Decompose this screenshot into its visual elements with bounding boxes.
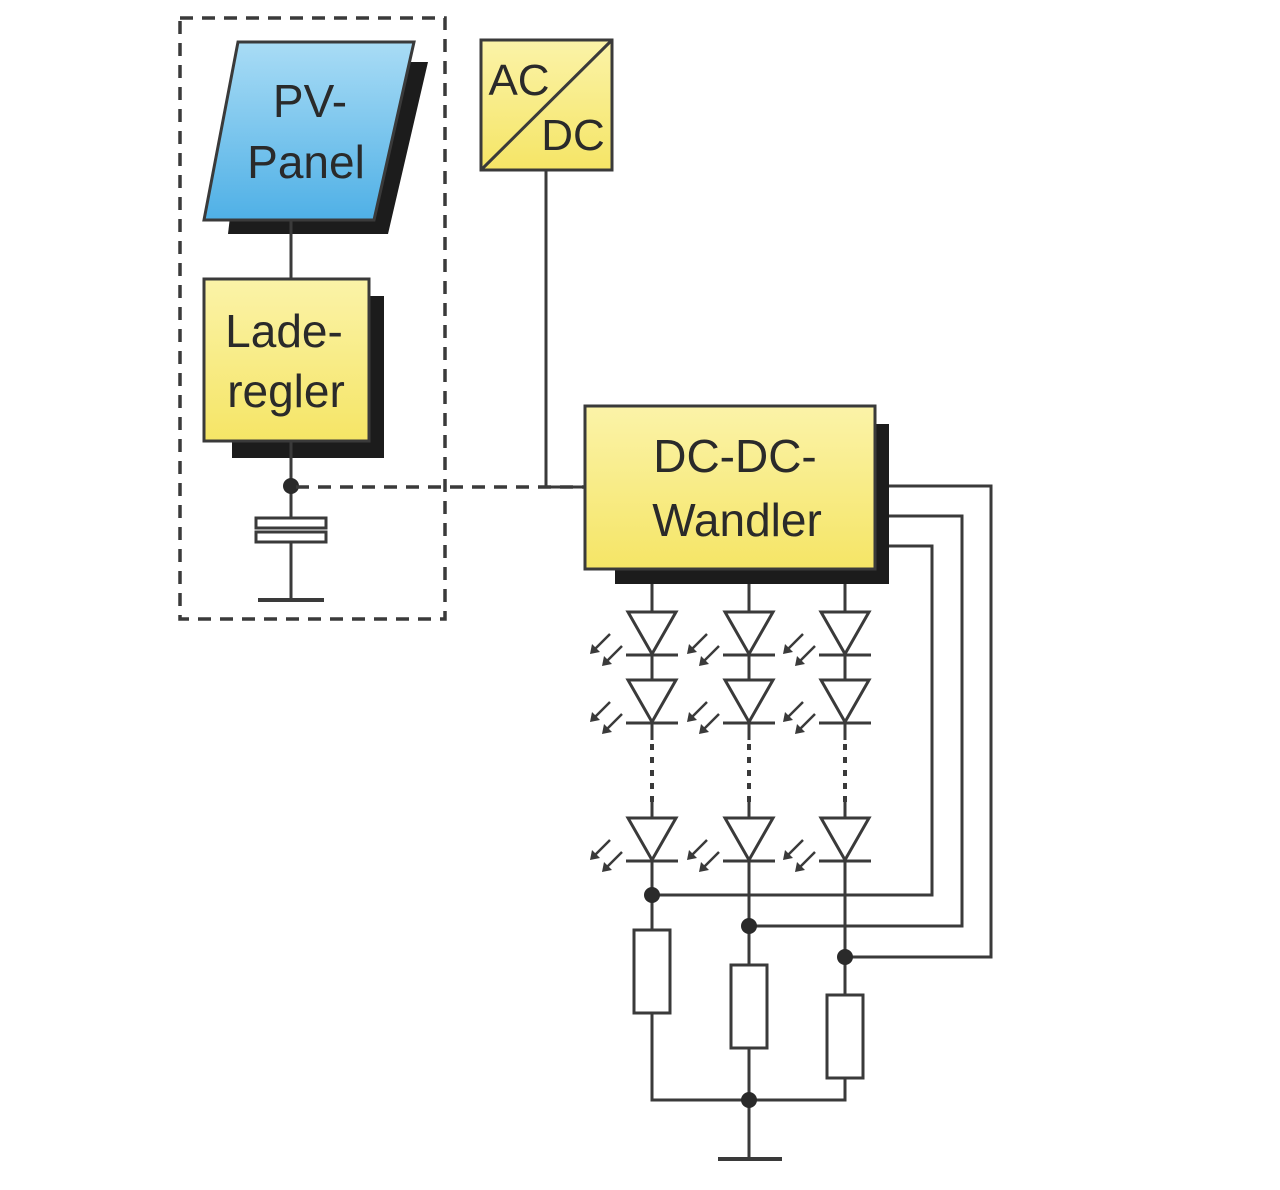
junction-node — [644, 887, 660, 903]
pv-panel-label-line1: PV- — [273, 75, 347, 127]
junction-node — [741, 918, 757, 934]
ac-dc-converter: AC DC — [479, 38, 614, 172]
charge-controller-label-line2: regler — [227, 365, 345, 417]
charge-controller-label-line1: Lade- — [225, 305, 343, 357]
resistor-icon — [632, 928, 672, 1015]
resistor-icon — [825, 993, 865, 1080]
led-icon — [783, 610, 872, 666]
dc-dc-converter: DC-DC- Wandler — [583, 404, 889, 584]
led-string-1 — [590, 584, 679, 1015]
led-icon — [687, 678, 776, 734]
ac-label: AC — [488, 56, 549, 105]
feedback-line-2 — [749, 514, 964, 928]
feedback-line-3 — [652, 544, 934, 897]
dc-label: DC — [541, 111, 605, 160]
led-string-2 — [687, 584, 776, 1050]
feedback-line-1 — [845, 484, 993, 959]
led-icon — [687, 610, 776, 666]
dc-dc-label-line2: Wandler — [652, 494, 822, 546]
capacitor-icon — [254, 516, 328, 600]
led-string-3 — [783, 584, 872, 1080]
led-icon — [783, 816, 872, 872]
led-icon — [590, 678, 679, 734]
junction-node — [283, 478, 299, 494]
led-icon — [590, 816, 679, 872]
led-icon — [783, 678, 872, 734]
pv-panel: PV- Panel — [202, 40, 428, 234]
led-icon — [687, 816, 776, 872]
pv-system-enclosure — [178, 16, 447, 621]
junction-node — [837, 949, 853, 965]
pv-panel-label-line2: Panel — [247, 136, 365, 188]
charge-controller: Lade- regler — [202, 277, 384, 458]
wire-acdc-to-converter — [544, 170, 586, 489]
resistor-icon — [729, 963, 769, 1050]
junction-node — [741, 1092, 757, 1108]
led-strings — [590, 584, 872, 1080]
dc-dc-label-line1: DC-DC- — [653, 430, 817, 482]
led-icon — [590, 610, 679, 666]
